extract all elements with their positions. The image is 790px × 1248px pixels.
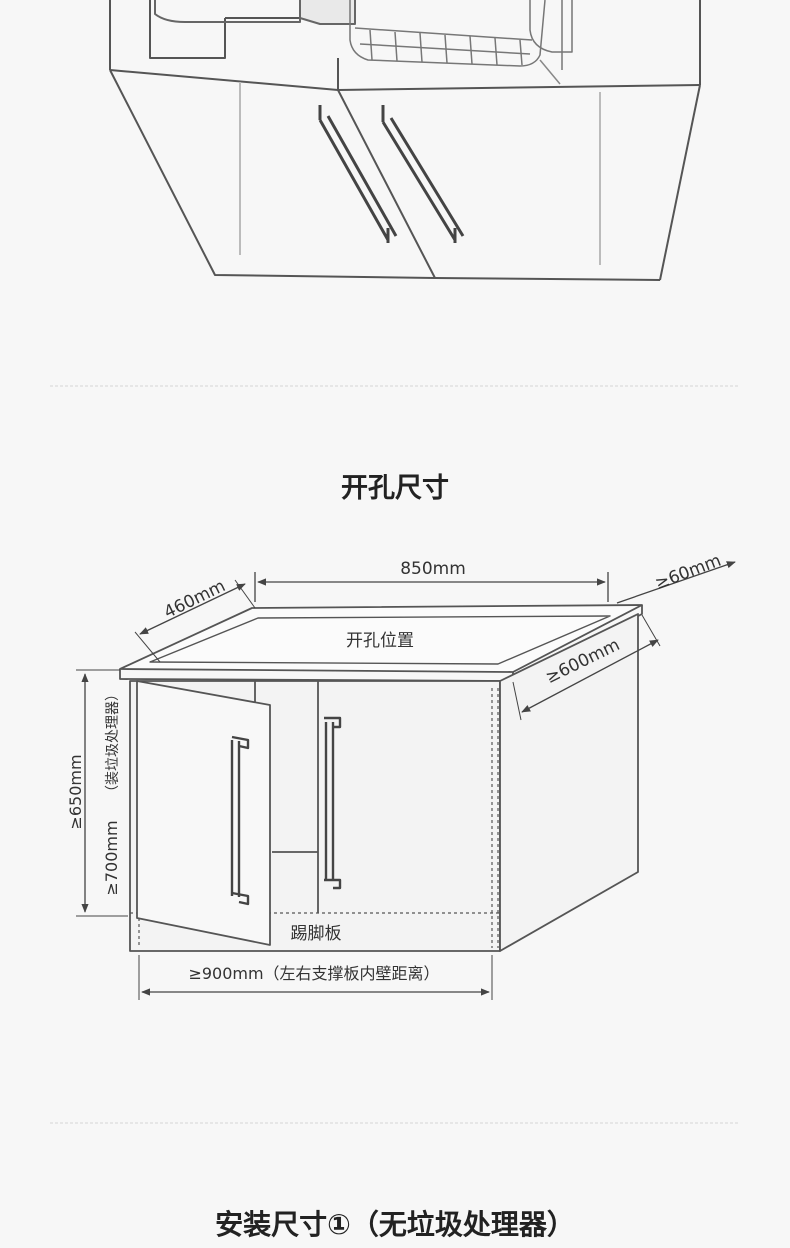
height-note-label: （装垃圾处理器） <box>105 687 121 799</box>
door-handle-left <box>318 105 398 243</box>
depth-label: 460mm <box>161 576 229 623</box>
height-min-label: ≥650mm <box>66 754 85 829</box>
inner-width-label: ≥900mm（左右支撑板内壁距离） <box>188 964 439 983</box>
width-label: 850mm <box>400 559 466 579</box>
door-handle-left-bracket <box>230 735 250 906</box>
dimension-lines <box>76 561 736 1000</box>
door-handle-right-bracket <box>324 716 342 890</box>
section-title-hole-size: 开孔尺寸 <box>341 473 449 504</box>
front-gap-label: ≥60mm <box>652 551 724 594</box>
section-title-install-size: 安装尺寸①（无垃圾处理器） <box>215 1208 575 1241</box>
kickboard-label: 踢脚板 <box>291 924 342 944</box>
dish-basket-graphic <box>349 0 573 85</box>
door-handle-right <box>381 105 465 243</box>
top-cabinet-illustration <box>109 0 701 281</box>
hole-size-diagram <box>119 604 643 952</box>
hole-position-label: 开孔位置 <box>346 631 414 651</box>
open-door-left <box>136 680 271 946</box>
height-alt-label: ≥700mm <box>102 820 121 895</box>
